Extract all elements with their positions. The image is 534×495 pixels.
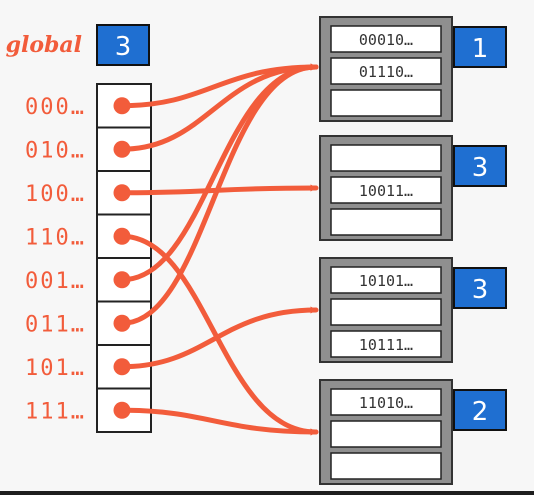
directory-prefix: 111…	[25, 399, 86, 424]
bucket-slot	[330, 388, 442, 416]
bucket-slot	[330, 25, 442, 53]
bucket: 10101… 10111… 3	[319, 257, 507, 363]
directory-prefix: 000…	[25, 95, 86, 120]
local-depth-value: 3	[472, 275, 489, 305]
bucket-slot	[330, 420, 442, 448]
directory-table: 000… 010… 100… 110… 001… 011… 101… 111…	[25, 83, 152, 433]
pointer-arrow	[119, 306, 319, 370]
bucket-key: 10011…	[359, 182, 413, 200]
pointer-arrow	[119, 407, 319, 436]
directory-prefix: 011…	[25, 312, 86, 337]
global-depth-label: global	[6, 32, 82, 58]
directory-prefix: 110…	[25, 225, 86, 250]
bucket-key: 10111…	[359, 336, 413, 354]
bottom-border	[0, 491, 534, 495]
global-depth-value: 3	[115, 32, 132, 62]
buckets: 00010… 01110… 1 10011… 3 10101… 10111… 3 11010… 2	[319, 16, 507, 485]
bucket-slot	[330, 176, 442, 204]
bucket-slot	[330, 266, 442, 294]
pointer-arrow	[119, 63, 319, 152]
directory-pointers	[119, 63, 319, 436]
global-depth-badge: 3	[96, 24, 150, 66]
local-depth-value: 1	[472, 34, 489, 64]
bucket-slot	[330, 298, 442, 326]
directory-prefix: 010…	[25, 138, 86, 163]
local-depth-value: 2	[472, 397, 489, 427]
directory-prefix: 101…	[25, 356, 86, 381]
bucket-slot	[330, 208, 442, 236]
local-depth-badge: 3	[453, 267, 507, 309]
bucket: 11010… 2	[319, 379, 507, 485]
directory-prefix: 100…	[25, 182, 86, 207]
local-depth-badge: 3	[453, 145, 507, 187]
pointer-arrow	[119, 63, 319, 326]
bucket-key: 00010…	[359, 31, 413, 49]
bucket-slot	[330, 57, 442, 85]
pointer-arrow	[119, 233, 319, 436]
bucket-slot	[330, 452, 442, 480]
bucket-key: 10101…	[359, 272, 413, 290]
bucket-key: 01110…	[359, 63, 413, 81]
bucket-key: 11010…	[359, 394, 413, 412]
bucket: 10011… 3	[319, 135, 507, 241]
local-depth-badge: 2	[453, 389, 507, 431]
bucket-slot	[330, 330, 442, 358]
bucket-slot	[330, 144, 442, 172]
directory-prefix: 001…	[25, 269, 86, 294]
bucket: 00010… 01110… 1	[319, 16, 507, 122]
local-depth-badge: 1	[453, 26, 507, 68]
bucket-slot	[330, 89, 442, 117]
local-depth-value: 3	[472, 153, 489, 183]
